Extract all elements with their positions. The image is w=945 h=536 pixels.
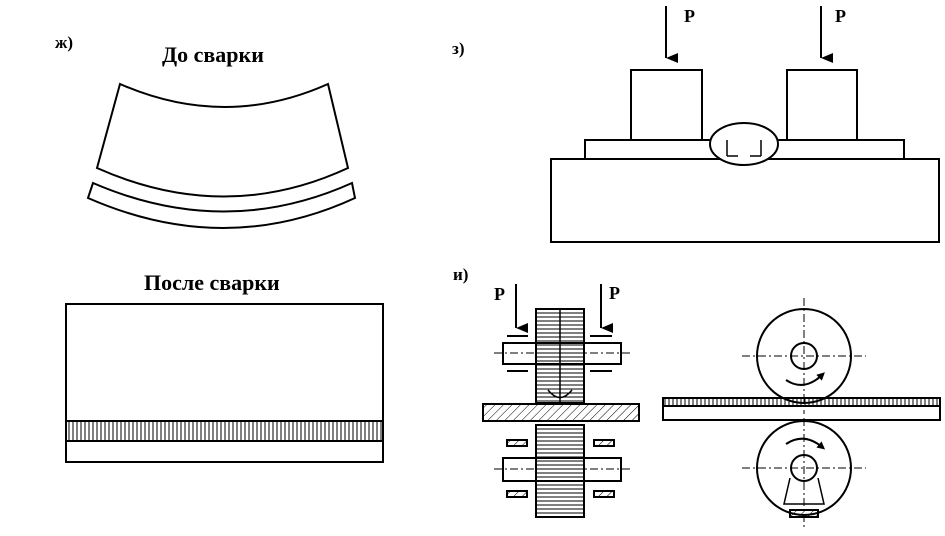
panel-label-i: и)	[453, 265, 469, 284]
force-label-i-left: P	[494, 284, 505, 304]
before-welding-strip	[86, 181, 357, 229]
workpiece-strip-right	[662, 397, 941, 421]
panel-label-z: з)	[452, 39, 465, 58]
before-welding-plate	[95, 82, 350, 198]
upper-roller-front	[742, 298, 866, 414]
force-label-i-right: P	[609, 283, 620, 303]
workpiece-strip-left	[482, 403, 640, 422]
weld-nugget	[709, 122, 779, 166]
after-welding-assembly	[65, 303, 384, 463]
force-label-z-right: P	[835, 6, 846, 26]
panel-label-zh: ж)	[55, 33, 73, 52]
lower-roller-side	[494, 424, 630, 518]
upper-roller-side	[494, 308, 630, 404]
after-welding-title: После сварки	[144, 270, 280, 295]
electrode-left	[630, 69, 703, 141]
force-label-z-left: P	[684, 6, 695, 26]
lower-roller-front	[742, 418, 866, 528]
electrode-right	[786, 69, 858, 141]
before-welding-title: До сварки	[162, 42, 264, 67]
